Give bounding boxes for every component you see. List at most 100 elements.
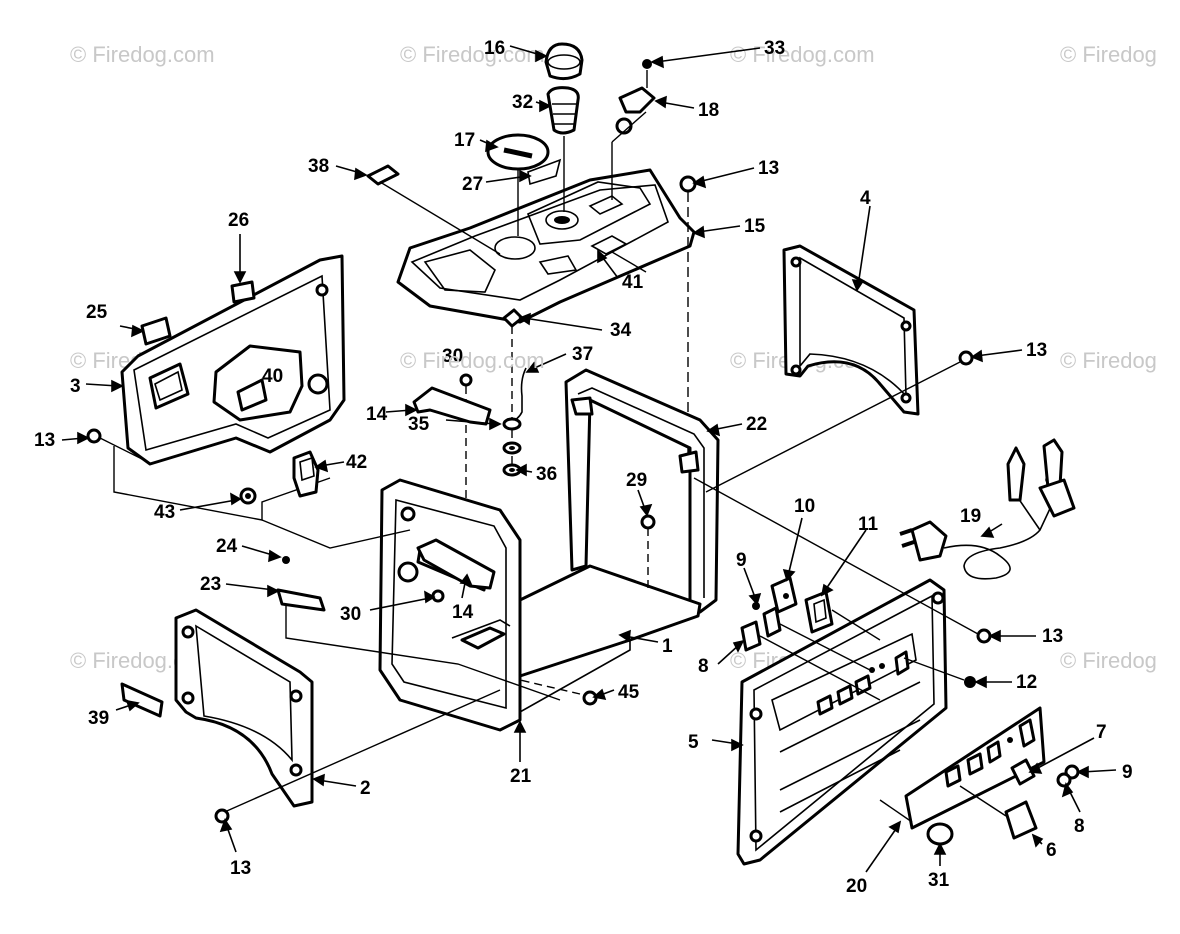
fuel-tank — [396, 168, 696, 324]
part-label-20: 20 — [846, 876, 867, 897]
part-label-25: 25 — [86, 302, 108, 323]
breaker-9 — [752, 602, 782, 638]
part-label-36: 36 — [536, 464, 557, 485]
part-label-19: 19 — [960, 506, 981, 527]
part-label-5: 5 — [688, 732, 699, 753]
main-frame — [378, 368, 720, 732]
part-label-14-lower: 14 — [452, 602, 474, 623]
side-panel-right — [782, 244, 920, 416]
part-label-39: 39 — [88, 708, 109, 729]
frame-bolt — [640, 514, 656, 590]
battery-cable — [899, 438, 1076, 580]
leader — [219, 689, 501, 815]
bolt-24 — [282, 556, 290, 564]
part-label-14-upper: 14 — [366, 404, 388, 425]
part-label-3: 3 — [70, 376, 81, 397]
outlet-11 — [804, 590, 881, 641]
watermark: © Firedog.com — [400, 348, 545, 373]
sticker-26 — [230, 280, 256, 304]
part-label-26: 26 — [228, 210, 249, 231]
part-label-7: 7 — [1096, 722, 1107, 743]
washer-8 — [1056, 772, 1072, 788]
right-screw — [958, 350, 974, 366]
part-label-35: 35 — [408, 414, 430, 435]
part-label-43: 43 — [154, 502, 175, 523]
part-label-22: 22 — [746, 414, 767, 435]
part-label-33: 33 — [764, 38, 785, 59]
part-label-30-lower: 30 — [340, 604, 361, 625]
part-label-21: 21 — [510, 766, 532, 787]
sticker-25 — [140, 316, 172, 346]
side-panel-lower-left — [174, 608, 314, 808]
part-label-40: 40 — [262, 366, 283, 387]
part-label-27: 27 — [462, 174, 483, 195]
leader-arrows — [61, 45, 1117, 873]
part-label-16: 16 — [484, 38, 505, 59]
panel-screw — [976, 628, 992, 644]
fuel-line-parts — [502, 308, 527, 477]
switch-10 — [770, 576, 798, 614]
cover-31 — [926, 822, 954, 846]
leader — [519, 679, 581, 695]
part-label-10: 10 — [794, 496, 815, 517]
part-label-38: 38 — [308, 156, 329, 177]
part-label-13-bottom: 13 — [230, 858, 251, 879]
part-label-34: 34 — [610, 320, 632, 341]
control-panel — [736, 578, 948, 866]
part-label-31: 31 — [928, 870, 950, 891]
lower-screw — [214, 808, 230, 824]
part-label-23: 23 — [200, 574, 221, 595]
nut-45 — [582, 690, 598, 706]
part-label-12: 12 — [1016, 672, 1037, 693]
part-label-45: 45 — [618, 682, 640, 703]
side-panel-left — [120, 254, 346, 466]
part-label-8-left: 8 — [698, 656, 709, 677]
gauge-gasket — [527, 158, 562, 186]
part-label-2: 2 — [360, 778, 371, 799]
part-label-11: 11 — [858, 514, 879, 535]
clip-42 — [292, 450, 320, 498]
leader — [705, 361, 961, 493]
leader — [693, 477, 979, 635]
sticker-23 — [276, 588, 326, 612]
part-label-30-top: 30 — [442, 346, 463, 367]
watermark: © Firedog — [1060, 42, 1157, 67]
part-label-41: 41 — [622, 272, 644, 293]
leader — [903, 657, 965, 681]
watermark: © Firedog — [1060, 348, 1157, 373]
part-label-15: 15 — [744, 216, 766, 237]
watermark: © Firedog.com — [400, 42, 545, 67]
part-label-13-top: 13 — [758, 158, 779, 179]
part-label-9-right: 9 — [1122, 762, 1133, 783]
part-label-13-left: 13 — [34, 430, 55, 451]
sub-panel — [879, 706, 1046, 830]
part-label-42: 42 — [346, 452, 367, 473]
part-label-9-left: 9 — [736, 550, 747, 571]
fuel-gauge — [486, 133, 550, 236]
part-label-32: 32 — [512, 92, 533, 113]
part-label-37: 37 — [572, 344, 593, 365]
part-label-13-panel: 13 — [1042, 626, 1063, 647]
part-label-13-right: 13 — [1026, 340, 1047, 361]
fuel-cap — [544, 42, 584, 212]
watermark: © Firedog.com — [730, 42, 875, 67]
watermark: © Firedog.com — [70, 42, 215, 67]
left-screw — [86, 428, 411, 549]
part-label-6: 6 — [1046, 840, 1057, 861]
receptacle-7 — [1010, 758, 1036, 786]
part-labels: 16 32 17 27 38 33 18 13 15 4 13 34 37 41… — [34, 38, 1133, 897]
part-label-1: 1 — [662, 636, 673, 657]
part-label-18: 18 — [698, 100, 719, 121]
nut-12 — [964, 676, 976, 688]
sticker-39 — [120, 682, 164, 718]
part-label-4: 4 — [860, 188, 871, 209]
watermark: © Firedog — [1060, 648, 1157, 673]
part-label-8-right: 8 — [1074, 816, 1085, 837]
bolt-43 — [239, 487, 257, 505]
sticker-38 — [366, 164, 400, 186]
part-label-29: 29 — [626, 470, 647, 491]
breaker-8 — [740, 620, 881, 701]
part-label-17: 17 — [454, 130, 475, 151]
receptacle-6 — [959, 785, 1038, 840]
